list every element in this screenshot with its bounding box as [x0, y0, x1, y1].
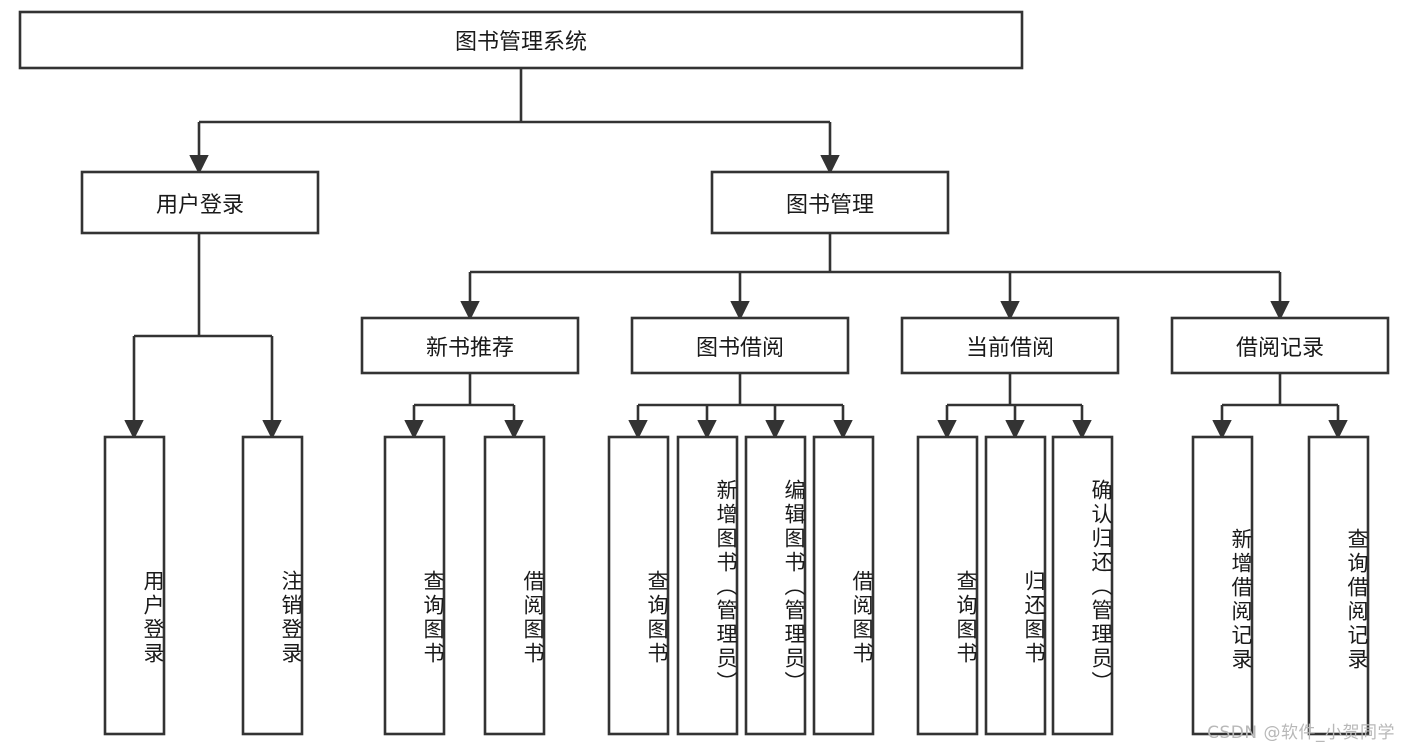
node-leaf-borrow-book-2-box[interactable]: [812, 435, 875, 736]
node-borrow-record-box[interactable]: [1170, 316, 1390, 375]
node-leaf-query-record-box[interactable]: [1307, 435, 1370, 736]
node-leaf-add-book-box[interactable]: [676, 435, 739, 736]
node-leaf-query-book-3-box[interactable]: [916, 435, 979, 736]
node-leaf-return-book-box[interactable]: [984, 435, 1047, 736]
node-leaf-user-login-box[interactable]: [103, 435, 166, 736]
node-leaf-confirm-return-box[interactable]: [1051, 435, 1114, 736]
node-leaf-edit-book-box[interactable]: [744, 435, 807, 736]
node-current-borrow-box[interactable]: [900, 316, 1120, 375]
node-user-login-box[interactable]: [80, 170, 320, 235]
node-root-box[interactable]: [18, 10, 1024, 70]
node-book-borrow-box[interactable]: [630, 316, 850, 375]
csdn-watermark: CSDN @软件_小贺同学: [1207, 723, 1395, 743]
node-leaf-add-record-box[interactable]: [1191, 435, 1254, 736]
node-leaf-borrow-book-1-box[interactable]: [483, 435, 546, 736]
node-leaf-query-book-2-box[interactable]: [607, 435, 670, 736]
node-leaf-query-book-1-box[interactable]: [383, 435, 446, 736]
node-leaf-logout-login-box[interactable]: [241, 435, 304, 736]
node-book-management-box[interactable]: [710, 170, 950, 235]
node-new-book-recommend-box[interactable]: [360, 316, 580, 375]
